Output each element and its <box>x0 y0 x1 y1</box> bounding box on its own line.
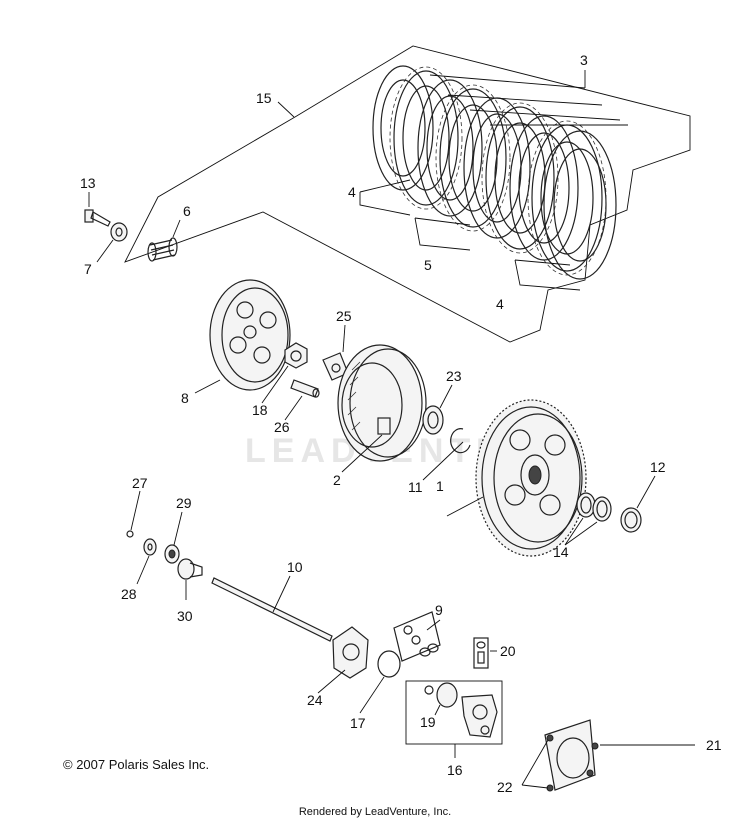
clutch-hub <box>337 344 427 462</box>
slave-cylinder-kit-box <box>405 680 503 745</box>
clutch-basket-gear <box>475 399 587 557</box>
copyright-notice: © 2007 Polaris Sales Inc. <box>63 757 210 772</box>
washer <box>110 222 128 242</box>
clutch-plate <box>553 148 607 262</box>
callout-8: 8 <box>181 390 189 406</box>
callout-19: 19 <box>420 714 436 730</box>
clutch-cover <box>544 719 599 792</box>
gasket <box>332 626 369 679</box>
washer <box>143 538 157 556</box>
friction-plate <box>439 88 507 228</box>
clutch-plate <box>509 115 579 261</box>
callout-30: 30 <box>177 608 193 624</box>
clutch-plate-stack <box>372 65 617 280</box>
callout-10: 10 <box>287 559 303 575</box>
clutch-plate <box>426 95 474 201</box>
pressure-plate <box>209 279 291 391</box>
clutch-plate <box>417 79 483 217</box>
callout-3: 3 <box>580 52 588 68</box>
callout-24: 24 <box>307 692 323 708</box>
bearing <box>164 544 180 564</box>
friction-plate <box>494 122 546 234</box>
callout-23: 23 <box>446 368 462 384</box>
hex-nut <box>284 342 308 369</box>
pushrod-piece <box>177 558 203 580</box>
callout-28: 28 <box>121 586 137 602</box>
bolt <box>84 209 111 227</box>
friction-plate <box>393 70 459 206</box>
callout-7: 7 <box>84 261 92 277</box>
callout-20: 20 <box>500 643 516 659</box>
callout-5: 5 <box>424 257 432 273</box>
leader-4-lower <box>514 259 581 291</box>
friction-plate <box>531 124 603 272</box>
clutch-plate <box>380 79 426 177</box>
callout-22: 22 <box>497 779 513 795</box>
clutch-spring <box>147 237 178 262</box>
callout-9: 9 <box>435 602 443 618</box>
callout-21: 21 <box>706 737 722 753</box>
callout-27: 27 <box>132 475 148 491</box>
friction-plate <box>402 85 450 191</box>
rendered-by-credit: Rendered by LeadVenture, Inc. <box>298 806 452 818</box>
friction-plate <box>540 141 594 255</box>
callout-29: 29 <box>176 495 192 511</box>
seal-kit <box>393 611 441 662</box>
callout-11: 11 <box>408 479 423 495</box>
callout-17: 17 <box>350 715 366 731</box>
callout-26: 26 <box>274 419 290 435</box>
bleeder-valve <box>473 637 489 669</box>
snap-ring <box>450 428 471 454</box>
leader-4-upper <box>359 179 411 216</box>
clutch-plate <box>543 130 617 280</box>
callout-6: 6 <box>183 203 191 219</box>
thrust-washer <box>620 507 642 533</box>
kit-outline-15 <box>124 45 691 343</box>
callout-14: 14 <box>553 544 569 560</box>
callout-1: 1 <box>436 478 444 494</box>
callout-4-lower: 4 <box>496 296 504 312</box>
bushing-pair <box>576 492 612 522</box>
leader-5 <box>414 217 471 251</box>
callout-16: 16 <box>447 762 463 778</box>
pushrod <box>211 577 333 642</box>
pin <box>290 379 320 398</box>
slave-cylinder <box>424 682 498 738</box>
o-ring <box>126 530 134 538</box>
callout-labels: 1 2 3 4 4 5 6 7 8 9 10 11 12 13 14 15 16… <box>80 52 722 795</box>
clutch-plate <box>372 65 434 191</box>
callout-2: 2 <box>333 472 341 488</box>
clutch-plate <box>518 132 570 244</box>
o-ring <box>377 650 401 678</box>
callout-25: 25 <box>336 308 352 324</box>
callout-4-upper: 4 <box>348 184 356 200</box>
callout-18: 18 <box>252 402 268 418</box>
callout-12: 12 <box>650 459 666 475</box>
callout-13: 13 <box>80 175 96 191</box>
callout-15: 15 <box>256 90 272 106</box>
friction-plate <box>485 106 555 250</box>
leader-3 <box>429 70 628 126</box>
thrust-washer <box>422 405 444 435</box>
